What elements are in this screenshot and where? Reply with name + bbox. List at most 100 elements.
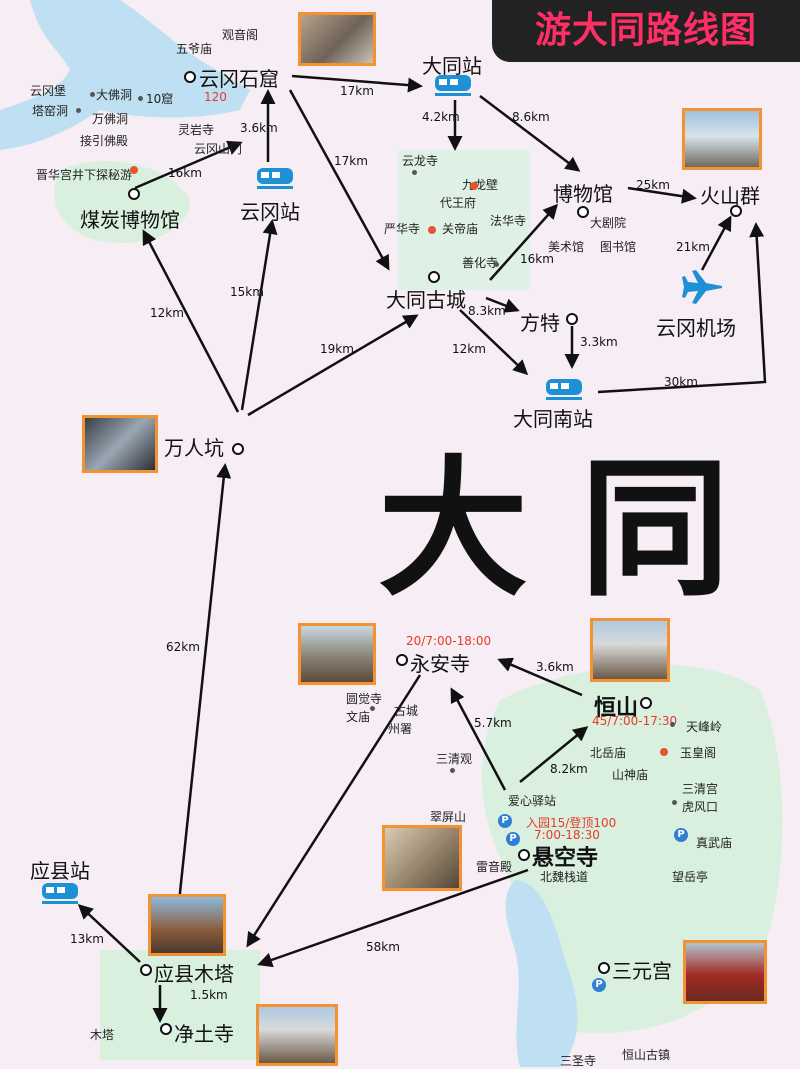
yungang-dot [184, 71, 196, 83]
shiku-label: 10窟 [146, 92, 174, 106]
dajuyuan-label: 大剧院 [590, 216, 627, 230]
parking-icon: P [506, 832, 520, 846]
site-pin-icon [470, 182, 478, 190]
train-icon [435, 75, 471, 96]
dist-pagoda-jingtu: 1.5km [190, 988, 228, 1002]
parking-icon: P [674, 828, 688, 842]
yanhua-si-label: 严华寺 [384, 222, 421, 236]
jingtu-label[interactable]: 净土寺 [174, 1022, 234, 1046]
volcano-label[interactable]: 火山群 [700, 184, 760, 208]
jiulong-bi-label: 九龙壁 [462, 178, 499, 192]
route-wrk-yungangstation [240, 219, 278, 411]
tayao-dong-label: 塔窑洞 [32, 104, 69, 118]
museum-dot [577, 206, 589, 218]
route-yungang-oldcity [288, 89, 390, 271]
hengshan-dot [640, 697, 652, 709]
site-dot [138, 96, 143, 101]
route-hanging-hengshan [519, 726, 589, 783]
green-zone-yingxian [100, 950, 260, 1060]
old-city-dot [428, 271, 440, 283]
dist-oldcity-fangte: 8.3km [468, 304, 506, 318]
jingtu-dot [160, 1023, 172, 1035]
zhenwu-miao-label: 真武庙 [696, 836, 733, 850]
site-dot [370, 706, 375, 711]
meishuguan-label: 美术馆 [548, 240, 585, 254]
site-dot [672, 800, 677, 805]
dist-hanging-pagoda: 58km [366, 940, 400, 954]
site-dot [450, 768, 455, 773]
airplane-icon [682, 270, 722, 304]
shanhua-si-label: 善化寺 [462, 256, 499, 270]
coal-museum-dot [128, 188, 140, 200]
yungang-grottoes-label[interactable]: 云冈石窟 [199, 67, 279, 91]
yungang-photo [298, 12, 376, 66]
site-pin-icon [660, 748, 668, 756]
green-zone-city [398, 150, 530, 290]
zhoushu-label: 州署 [388, 722, 413, 736]
sanyuan-photo [683, 940, 767, 1004]
dist-wrk-coal: 12km [150, 306, 184, 320]
leiyin-dian-label: 雷音殿 [476, 860, 513, 874]
beiwei-zhandao-label: 北魏栈道 [540, 870, 589, 884]
airport-label[interactable]: 云冈机场 [656, 316, 736, 340]
dist-station-museum: 8.6km [512, 110, 550, 124]
river-top [0, 0, 250, 150]
dist-hanging-yongan: 5.7km [474, 716, 512, 730]
route-hanging-yongan [450, 687, 507, 791]
parking-icon: P [498, 814, 512, 828]
coal-museum-label[interactable]: 煤炭博物馆 [80, 208, 180, 232]
train-icon [42, 883, 78, 904]
south-station-label[interactable]: 大同南站 [513, 407, 593, 431]
dist-shanmen: 3.6km [240, 121, 278, 135]
site-dot [494, 262, 499, 267]
datong-station-label[interactable]: 大同站 [422, 54, 482, 78]
dist-station-oldcity: 4.2km [422, 110, 460, 124]
site-dot [412, 170, 417, 175]
route-oldcity-fangte [485, 296, 520, 313]
yungang-station-label[interactable]: 云冈站 [240, 200, 300, 224]
center-char-da: 大 [378, 443, 529, 617]
wanrenkeng-label[interactable]: 万人坑 [164, 436, 224, 460]
route-oldcity-museum [489, 203, 558, 281]
guanyin-ge-label: 观音阁 [222, 28, 259, 42]
cuiping-shan-label: 翠屏山 [430, 810, 467, 824]
parking-icon: P [592, 978, 606, 992]
route-yungang-station [291, 74, 423, 93]
site-dot [76, 108, 81, 113]
pagoda-label[interactable]: 应县木塔 [154, 962, 234, 986]
sanyuan-dot [598, 962, 610, 974]
route-pagoda-yingxianstation [77, 903, 141, 963]
fangte-label[interactable]: 方特 [520, 311, 560, 335]
route-wrk-oldcity [247, 314, 419, 417]
yunlong-si-label: 云龙寺 [402, 154, 439, 168]
old-city-label[interactable]: 大同古城 [386, 288, 466, 312]
wanrenkeng-dot [232, 443, 244, 455]
muta-label: 木塔 [90, 1028, 115, 1042]
yungang-shanmen-label: 云冈山门 [194, 142, 243, 156]
hengshan-photo [590, 618, 670, 682]
site-pin-icon [428, 226, 436, 234]
daiwang-fu-label: 代王府 [440, 196, 477, 210]
wangyue-ting-label: 望岳亭 [672, 870, 709, 884]
route-yongan-pagoda [246, 674, 422, 948]
yongan-label[interactable]: 永安寺 [410, 652, 470, 676]
fangte-dot [566, 313, 578, 325]
yingxian-station-label[interactable]: 应县站 [30, 859, 90, 883]
hengshan-label[interactable]: 恒山 [594, 696, 639, 721]
wuye-miao-label: 五爷庙 [176, 42, 213, 56]
yongan-price: 20/7:00-18:00 [406, 634, 492, 648]
dist-wrk-oldcity: 19km [320, 342, 354, 356]
beiyue-miao-label: 北岳庙 [590, 746, 627, 760]
yungang-bao-label: 云冈堡 [30, 84, 67, 98]
museum-label[interactable]: 博物馆 [553, 182, 613, 206]
train-icon [546, 379, 582, 400]
dist-airport-volcano: 21km [676, 240, 710, 254]
hanging-temple-label[interactable]: 悬空寺 [532, 846, 599, 871]
hanging-temple-photo [382, 825, 462, 891]
jinhua-gong-label: 晋华宫井下探秘游 [36, 168, 133, 182]
route-oldcity-south [459, 309, 529, 376]
volcano-photo [682, 108, 762, 170]
dafo-dong-label: 大佛洞 [96, 88, 133, 102]
dist-yungang-oldcity: 17km [334, 154, 368, 168]
sanyuan-label[interactable]: 三元宫 [612, 959, 672, 983]
